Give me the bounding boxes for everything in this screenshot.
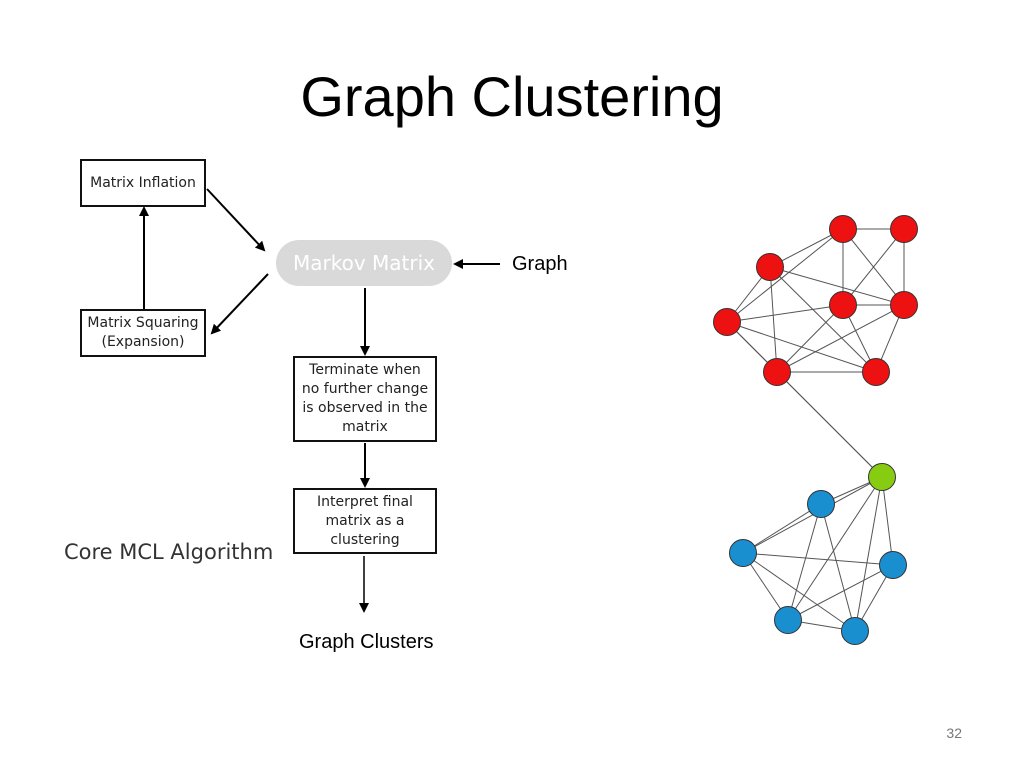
network-node-red	[763, 358, 791, 386]
terminate-line-3: is observed in the	[302, 400, 428, 416]
network-edge	[854, 476, 883, 632]
network-node-blue	[841, 617, 869, 645]
graph-input-label: Graph	[512, 253, 568, 275]
terminate-line-2: no further change	[301, 381, 429, 397]
network-edges	[726, 228, 905, 632]
network-node-red	[890, 291, 918, 319]
interpret-box: Interpret final matrix as a clustering	[293, 488, 437, 554]
network-node-green	[868, 463, 896, 491]
network-edge	[769, 266, 778, 373]
slide-title: Graph Clustering	[300, 65, 724, 128]
network-edge	[726, 228, 844, 323]
network-edge	[787, 503, 822, 621]
network-node-red	[890, 215, 918, 243]
network-node-red	[756, 253, 784, 281]
network-edge	[769, 266, 905, 306]
core-mcl-caption: Core MCL Algorithm	[64, 540, 274, 564]
markov-matrix-label: Markov Matrix	[292, 251, 435, 275]
network-node-blue	[879, 551, 907, 579]
network-edge	[742, 552, 856, 632]
terminate-line-1: Terminate when	[309, 362, 421, 378]
network-edge	[881, 476, 894, 566]
network-node-blue	[774, 606, 802, 634]
network-edge	[842, 228, 905, 306]
network-node-red	[862, 358, 890, 386]
network-node-red	[829, 215, 857, 243]
matrix-squaring-box: Matrix Squaring (Expansion)	[80, 309, 206, 357]
network-edge	[742, 503, 822, 554]
network-edge	[776, 304, 905, 373]
network-node-blue	[807, 490, 835, 518]
interpret-line-1: Interpret final	[317, 493, 413, 510]
graph-clusters-label: Graph Clusters	[299, 631, 434, 653]
arrow-inflation-to-markov	[206, 188, 266, 252]
matrix-squaring-label: Matrix Squaring	[87, 315, 199, 331]
network-node-red	[829, 291, 857, 319]
matrix-inflation-label: Matrix Inflation	[90, 174, 196, 191]
terminate-line-4: matrix	[342, 419, 388, 435]
network-edge	[776, 304, 844, 373]
interpret-line-3: clustering	[330, 531, 400, 548]
page-number: 32	[946, 725, 962, 741]
expansion-label: (Expansion)	[101, 334, 185, 350]
network-edge	[820, 503, 856, 632]
interpret-line-2: matrix as a	[325, 512, 405, 529]
network-edge	[787, 476, 883, 621]
arrow-markov-to-squaring	[210, 273, 269, 335]
network-edge	[742, 552, 894, 566]
markov-matrix-node: Markov Matrix	[276, 240, 452, 286]
matrix-inflation-box: Matrix Inflation	[80, 159, 206, 207]
network-edge	[726, 321, 883, 478]
network-node-red	[713, 308, 741, 336]
network-edge	[769, 266, 877, 373]
network-edge	[726, 304, 844, 323]
network-edge	[787, 564, 894, 621]
terminate-box: Terminate when no further change is obse…	[293, 356, 437, 442]
network-node-blue	[729, 539, 757, 567]
network-nodes	[713, 215, 918, 645]
